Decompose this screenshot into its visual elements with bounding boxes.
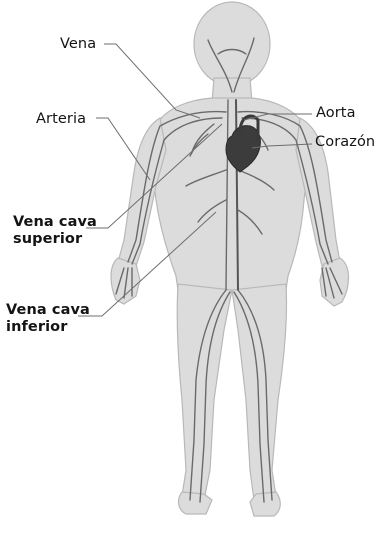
label-vena-cava-inferior: Vena cava inferior — [6, 302, 90, 336]
label-arteria: Arteria — [36, 111, 86, 128]
label-vena-cava-inferior-line1: Vena cava — [6, 302, 90, 319]
label-vena-cava-superior-line2: superior — [13, 231, 97, 248]
label-aorta: Aorta — [316, 105, 356, 122]
label-vena: Vena — [60, 36, 96, 53]
label-vena-cava-superior: Vena cava superior — [13, 214, 97, 248]
label-vena-cava-inferior-line2: inferior — [6, 319, 90, 336]
body-silhouette — [111, 2, 349, 516]
label-corazon: Corazón — [315, 134, 375, 151]
label-vena-cava-superior-line1: Vena cava — [13, 214, 97, 231]
